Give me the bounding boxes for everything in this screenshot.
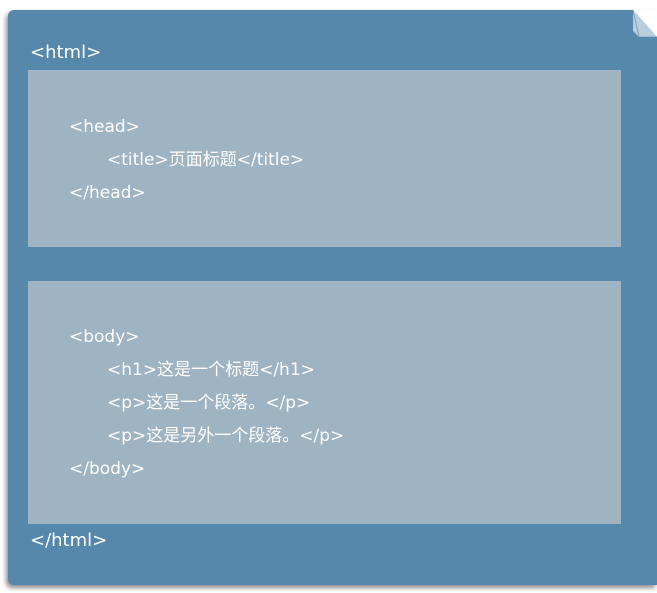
body-section-box — [28, 281, 621, 524]
body-open-tag: <body> — [69, 327, 140, 347]
head-open-tag: <head> — [69, 117, 140, 137]
paragraph-element-line: <p>这是一个段落。</p> — [107, 393, 311, 413]
folded-corner-icon — [633, 10, 657, 37]
html-close-tag: </html> — [30, 530, 108, 551]
title-element-line: <title>页面标题</title> — [107, 150, 305, 170]
head-section-box — [28, 70, 621, 247]
head-close-tag: </head> — [69, 183, 146, 203]
html-open-tag: <html> — [30, 42, 102, 63]
body-close-tag: </body> — [69, 459, 146, 479]
paragraph-element-line-2: <p>这是另外一个段落。</p> — [107, 426, 345, 446]
h1-element-line: <h1>这是一个标题</h1> — [107, 360, 315, 380]
